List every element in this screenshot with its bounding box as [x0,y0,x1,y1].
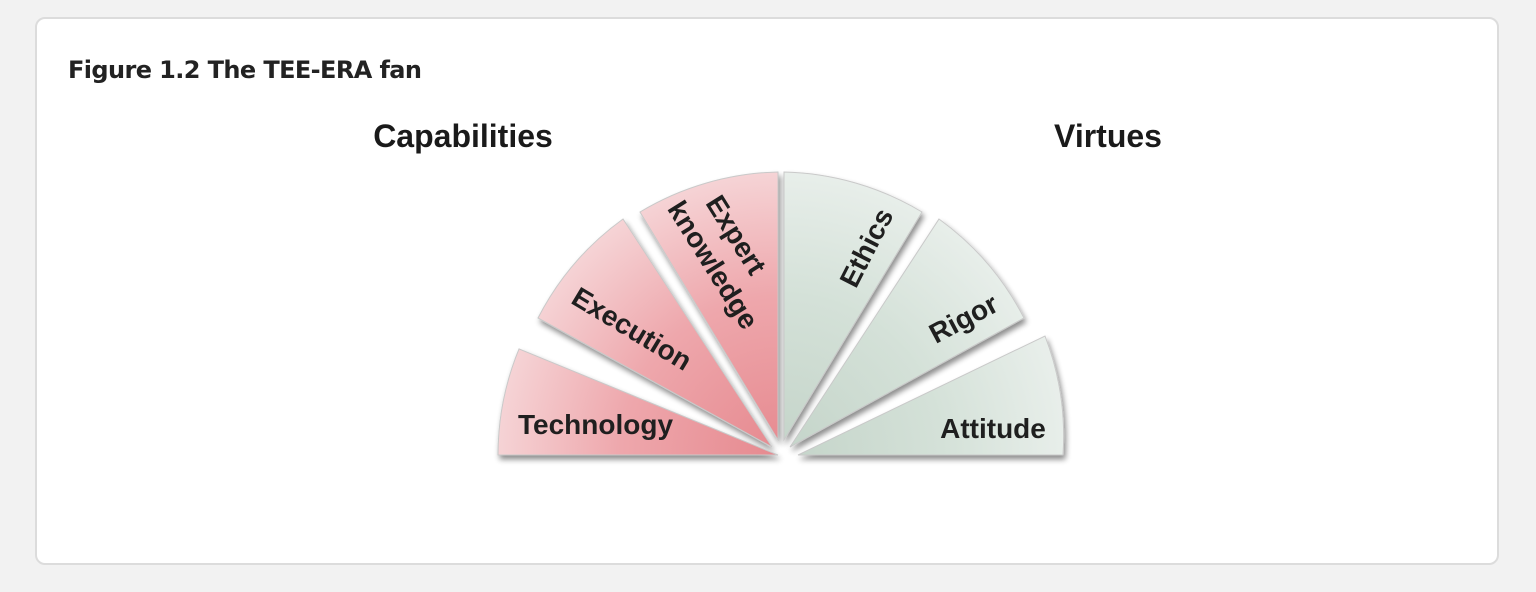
virtues-segments [783,171,1065,456]
segment-rigor [789,218,1025,448]
segment-technology [497,348,779,456]
virtues-heading: Virtues [1054,118,1162,154]
segment-label-technology: Technology [518,409,673,440]
segment-execution [537,218,773,448]
segment-ethics [783,171,923,442]
segment-label-attitude: Attitude [940,413,1046,444]
capabilities-segments [497,171,779,456]
segment-attitude [797,335,1065,456]
segment-expert-knowledge [639,171,779,442]
figure-title: Figure 1.2 The TEE-ERA fan [68,56,422,84]
capabilities-heading: Capabilities [373,118,553,154]
